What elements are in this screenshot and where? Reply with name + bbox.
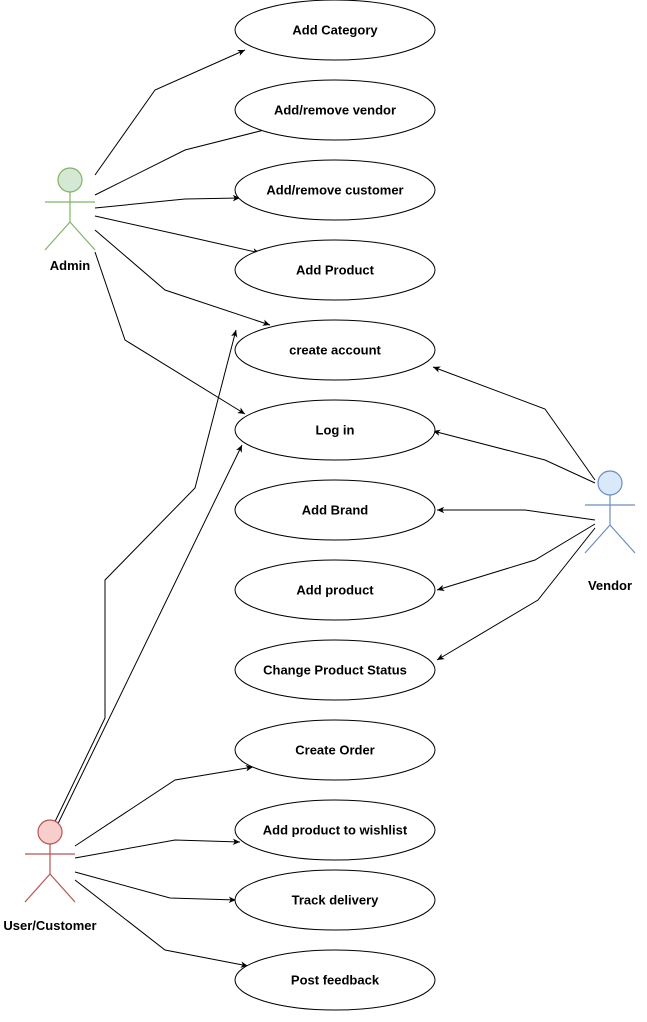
use-case-label: create account <box>289 343 381 358</box>
use-case-ellipse <box>234 949 436 1011</box>
actor-admin[interactable]: Admin <box>44 167 96 273</box>
use-case-log-in[interactable]: Log in <box>234 399 436 461</box>
use-case-ellipse <box>234 239 436 301</box>
actor-head-icon <box>57 167 83 193</box>
use-case-label: Add Product <box>296 263 375 278</box>
association-admin-to-log-in <box>94 251 246 415</box>
use-case-add-product-admin[interactable]: Add Product <box>234 239 436 301</box>
use-case-label: Post feedback <box>291 973 380 988</box>
use-case-ellipse <box>234 319 436 381</box>
use-case-label: Add product <box>296 583 374 598</box>
use-case-label: Change Product Status <box>263 663 407 678</box>
association-customer-to-create-order <box>74 765 254 847</box>
association-lines <box>49 49 596 968</box>
use-case-create-account[interactable]: create account <box>234 319 436 381</box>
actor-customer[interactable]: User/Customer <box>3 819 97 933</box>
association-customer-to-create-account <box>49 329 238 833</box>
association-vendor-to-change-product-status <box>436 527 596 661</box>
use-case-label: Create Order <box>295 743 374 758</box>
use-case-change-product-status[interactable]: Change Product Status <box>234 639 436 701</box>
association-vendor-to-log-in <box>432 429 596 484</box>
use-case-ellipse <box>234 79 436 141</box>
association-vendor-to-create-account <box>432 366 596 481</box>
association-admin-to-create-account <box>94 229 271 326</box>
use-case-add-remove-vendor[interactable]: Add/remove vendor <box>234 79 436 141</box>
actor-body-icon <box>44 192 96 251</box>
use-case-add-category[interactable]: Add Category <box>234 0 436 61</box>
use-case-ellipse <box>234 719 436 781</box>
actor-label: Vendor <box>588 578 632 593</box>
association-admin-to-add-product-admin <box>94 215 261 255</box>
use-case-ellipse <box>234 0 436 61</box>
association-admin-to-add-remove-customer <box>94 194 241 209</box>
association-vendor-to-add-brand <box>437 506 596 521</box>
use-case-ellipse <box>234 799 436 861</box>
actor-label: User/Customer <box>3 918 96 933</box>
use-case-label: Log in <box>316 423 355 438</box>
use-case-post-feedback[interactable]: Post feedback <box>234 949 436 1011</box>
actor-label: Admin <box>50 258 91 273</box>
use-case-label: Add/remove customer <box>266 183 403 198</box>
use-case-ellipse <box>234 559 436 621</box>
use-case-add-brand[interactable]: Add Brand <box>234 479 436 541</box>
use-case-label: Track delivery <box>292 893 379 908</box>
use-case-ellipse <box>234 639 436 701</box>
actor-head-icon <box>597 470 623 496</box>
use-case-add-remove-customer[interactable]: Add/remove customer <box>234 159 436 221</box>
use-case-ellipse <box>234 479 436 541</box>
association-admin-to-add-category <box>94 49 246 176</box>
use-case-add-to-wishlist[interactable]: Add product to wishlist <box>234 799 436 861</box>
association-customer-to-post-feedback <box>74 879 249 968</box>
association-vendor-to-add-product-vendor <box>436 523 596 591</box>
use-case-ellipse <box>234 869 436 931</box>
actor-vendor[interactable]: Vendor <box>584 470 636 593</box>
use-case-track-delivery[interactable]: Track delivery <box>234 869 436 931</box>
use-case-add-product-vendor[interactable]: Add product <box>234 559 436 621</box>
use-case-label: Add Brand <box>302 503 369 518</box>
use-case-label: Add product to wishlist <box>263 823 408 838</box>
use-case-create-order[interactable]: Create Order <box>234 719 436 781</box>
use-case-label: Add/remove vendor <box>274 103 396 118</box>
actor-body-icon <box>24 844 76 903</box>
association-customer-to-log-in <box>51 444 243 837</box>
association-customer-to-track-delivery <box>74 871 237 903</box>
association-customer-to-add-to-wishlist <box>74 838 241 859</box>
actor-head-icon <box>37 819 63 845</box>
actor-body-icon <box>584 495 636 554</box>
use-case-ellipse <box>234 159 436 221</box>
use-case-ellipse <box>234 399 436 461</box>
use-case-label: Add Category <box>292 23 378 38</box>
association-admin-to-add-remove-vendor <box>94 126 273 196</box>
